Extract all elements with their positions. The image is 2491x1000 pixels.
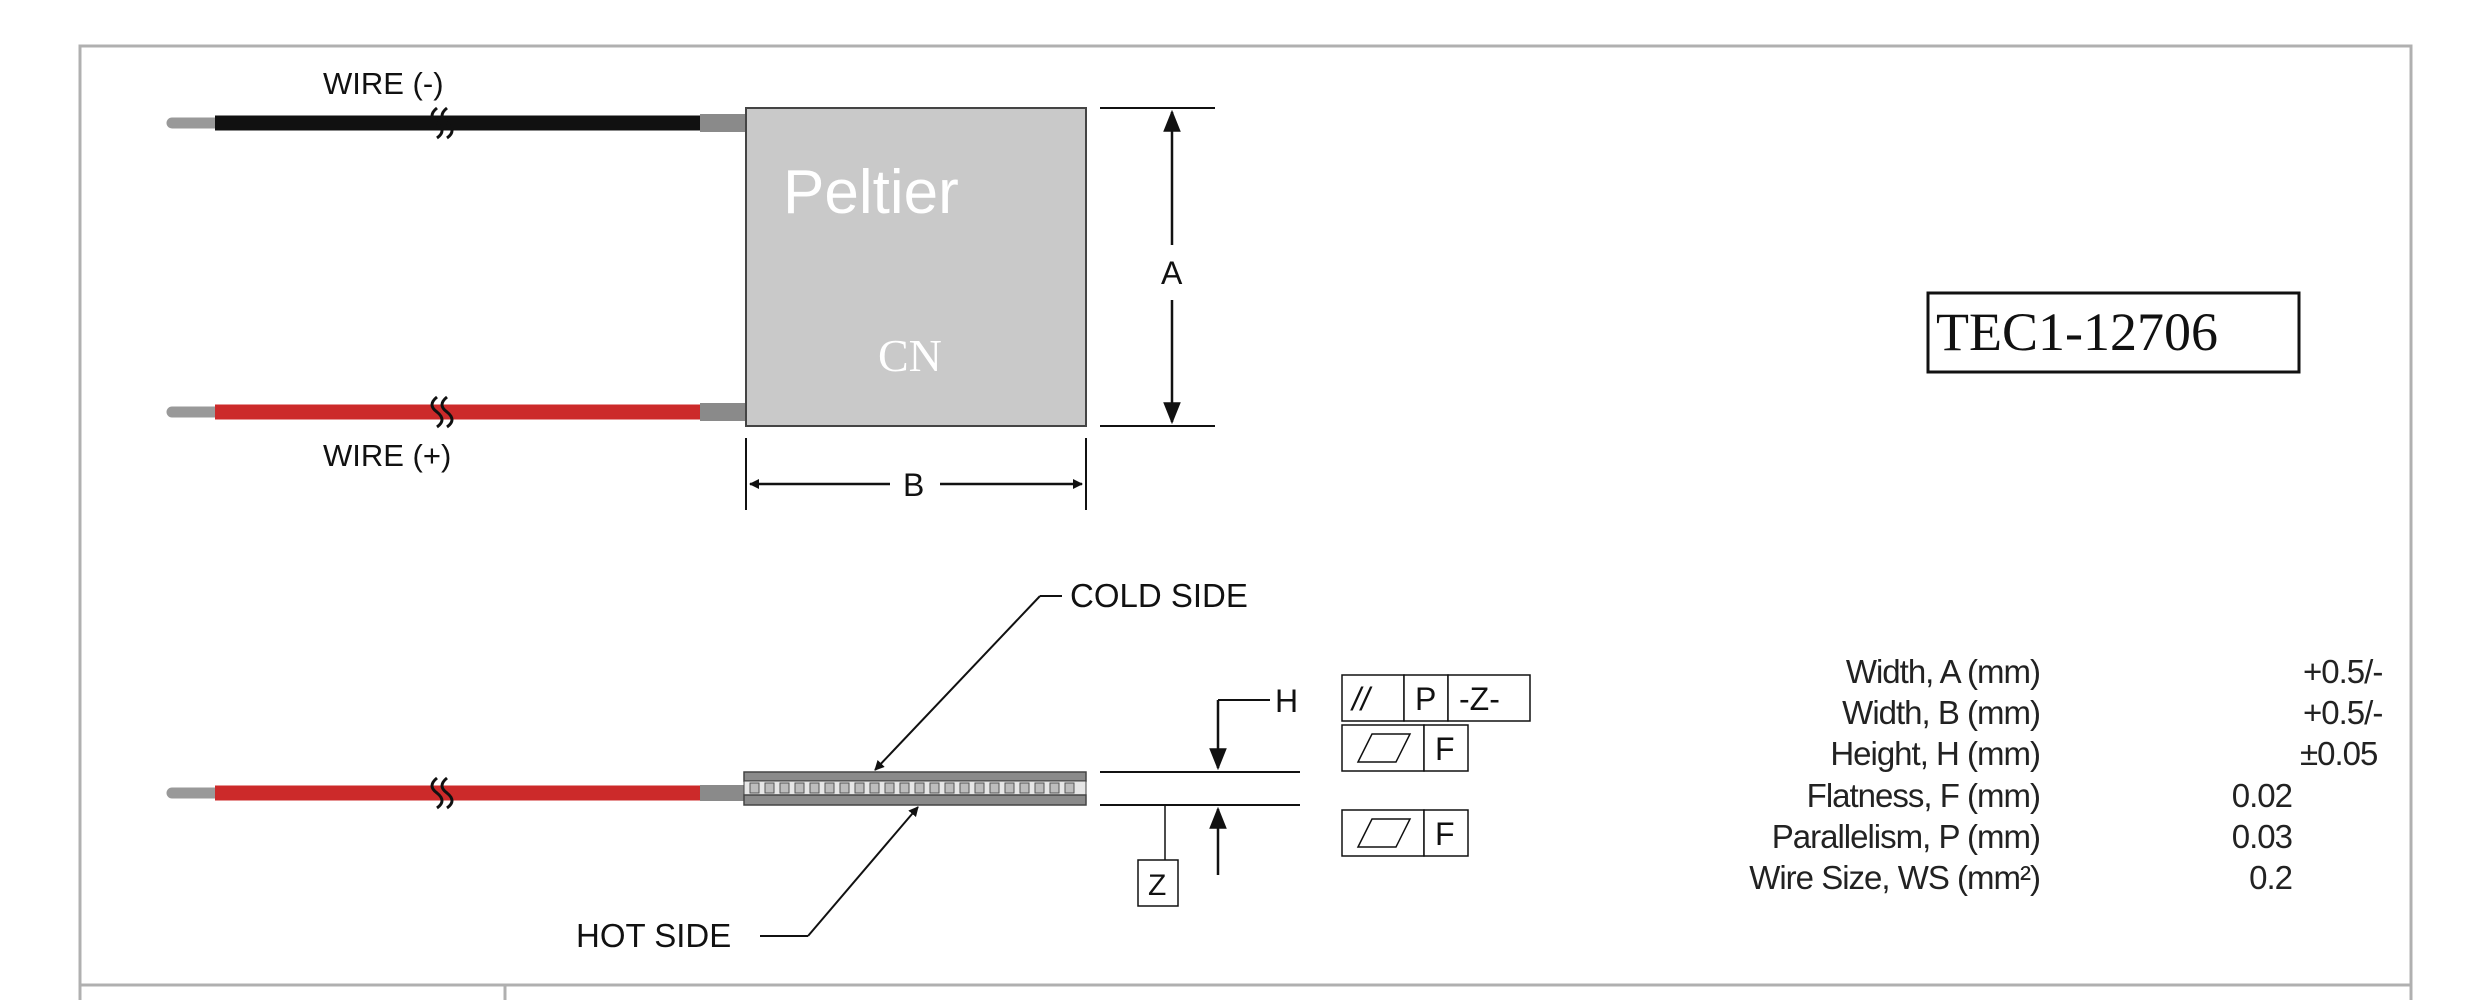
spec-name: Width, A (mm)	[1846, 653, 2040, 690]
pellet	[884, 782, 895, 794]
thermoelectric-pellets	[749, 782, 1075, 794]
pellet	[1019, 782, 1030, 794]
dimension-b	[745, 438, 1087, 510]
flatness-f-label-top: F	[1435, 731, 1455, 767]
spec-value: 0.02	[2232, 777, 2292, 814]
pellet	[914, 782, 925, 794]
datum-z-reference: -Z-	[1459, 681, 1500, 717]
pellet	[779, 782, 790, 794]
spec-tolerance: ±0.05	[2300, 735, 2377, 772]
flatness-f-label-bottom: F	[1435, 816, 1455, 852]
pellet	[854, 782, 865, 794]
model-box	[1926, 291, 2301, 374]
dimension-h	[1100, 699, 1300, 875]
pellet	[749, 782, 760, 794]
wire-positive	[166, 395, 746, 429]
wire-negative-label: WIRE (-)	[323, 66, 444, 101]
spec-name: Height, H (mm)	[1830, 735, 2040, 772]
dimension-a-label: A	[1161, 255, 1183, 291]
spec-name: Flatness, F (mm)	[1807, 777, 2040, 814]
pellet	[824, 782, 835, 794]
parallelism-control-frame	[1341, 674, 1531, 722]
peltier-module-top-view	[745, 107, 1087, 427]
flatness-control-frame-bottom	[1341, 809, 1469, 857]
dimension-b-label: B	[903, 467, 924, 503]
module-origin-text: CN	[878, 330, 942, 381]
wire-side-view	[166, 776, 746, 810]
wire-negative	[166, 106, 746, 140]
flatness-icon	[1356, 733, 1412, 763]
pellet	[929, 782, 940, 794]
parallelism-p-label: P	[1415, 681, 1436, 717]
dimension-h-label: H	[1275, 683, 1298, 719]
pellet	[944, 782, 955, 794]
datum-z-label: Z	[1148, 869, 1166, 902]
flatness-control-frame-top	[1341, 724, 1469, 772]
pellet	[899, 782, 910, 794]
spec-name: Parallelism, P (mm)	[1772, 818, 2040, 855]
spec-tolerance: +0.5/-	[2303, 653, 2382, 690]
pellet	[974, 782, 985, 794]
parallel-symbol: //	[1350, 681, 1373, 717]
flatness-icon	[1356, 818, 1412, 848]
pellet	[1034, 782, 1045, 794]
spec-tolerance: +0.5/-	[2303, 694, 2382, 731]
pellet	[809, 782, 820, 794]
spec-value: 0.2	[2249, 859, 2292, 896]
drawing-frame	[78, 44, 2413, 1000]
module-brand-text: Peltier	[783, 158, 959, 227]
cold-side-label: COLD SIDE	[1070, 577, 1248, 614]
pellet	[794, 782, 805, 794]
pellet	[1049, 782, 1060, 794]
pellet	[869, 782, 880, 794]
spec-name: Wire Size, WS (mm²)	[1749, 859, 2040, 896]
cold-side-leader	[874, 595, 1062, 771]
model-number: TEC1-12706	[1936, 302, 2218, 362]
hot-side-label: HOT SIDE	[576, 917, 731, 954]
spec-value: 0.03	[2232, 818, 2292, 855]
pellet	[764, 782, 775, 794]
pellet	[1004, 782, 1015, 794]
datum-z	[1137, 805, 1179, 907]
hot-side-leader	[760, 806, 919, 937]
pellet	[989, 782, 1000, 794]
wire-positive-label: WIRE (+)	[323, 438, 451, 473]
spec-name: Width, B (mm)	[1842, 694, 2040, 731]
peltier-module-side-view	[743, 771, 1087, 806]
pellet	[959, 782, 970, 794]
spec-table: Width, A (mm) +0.5/- Width, B (mm) +0.5/…	[1749, 653, 2383, 896]
pellet	[839, 782, 850, 794]
dimension-a	[1100, 107, 1215, 427]
pellet	[1064, 782, 1075, 794]
